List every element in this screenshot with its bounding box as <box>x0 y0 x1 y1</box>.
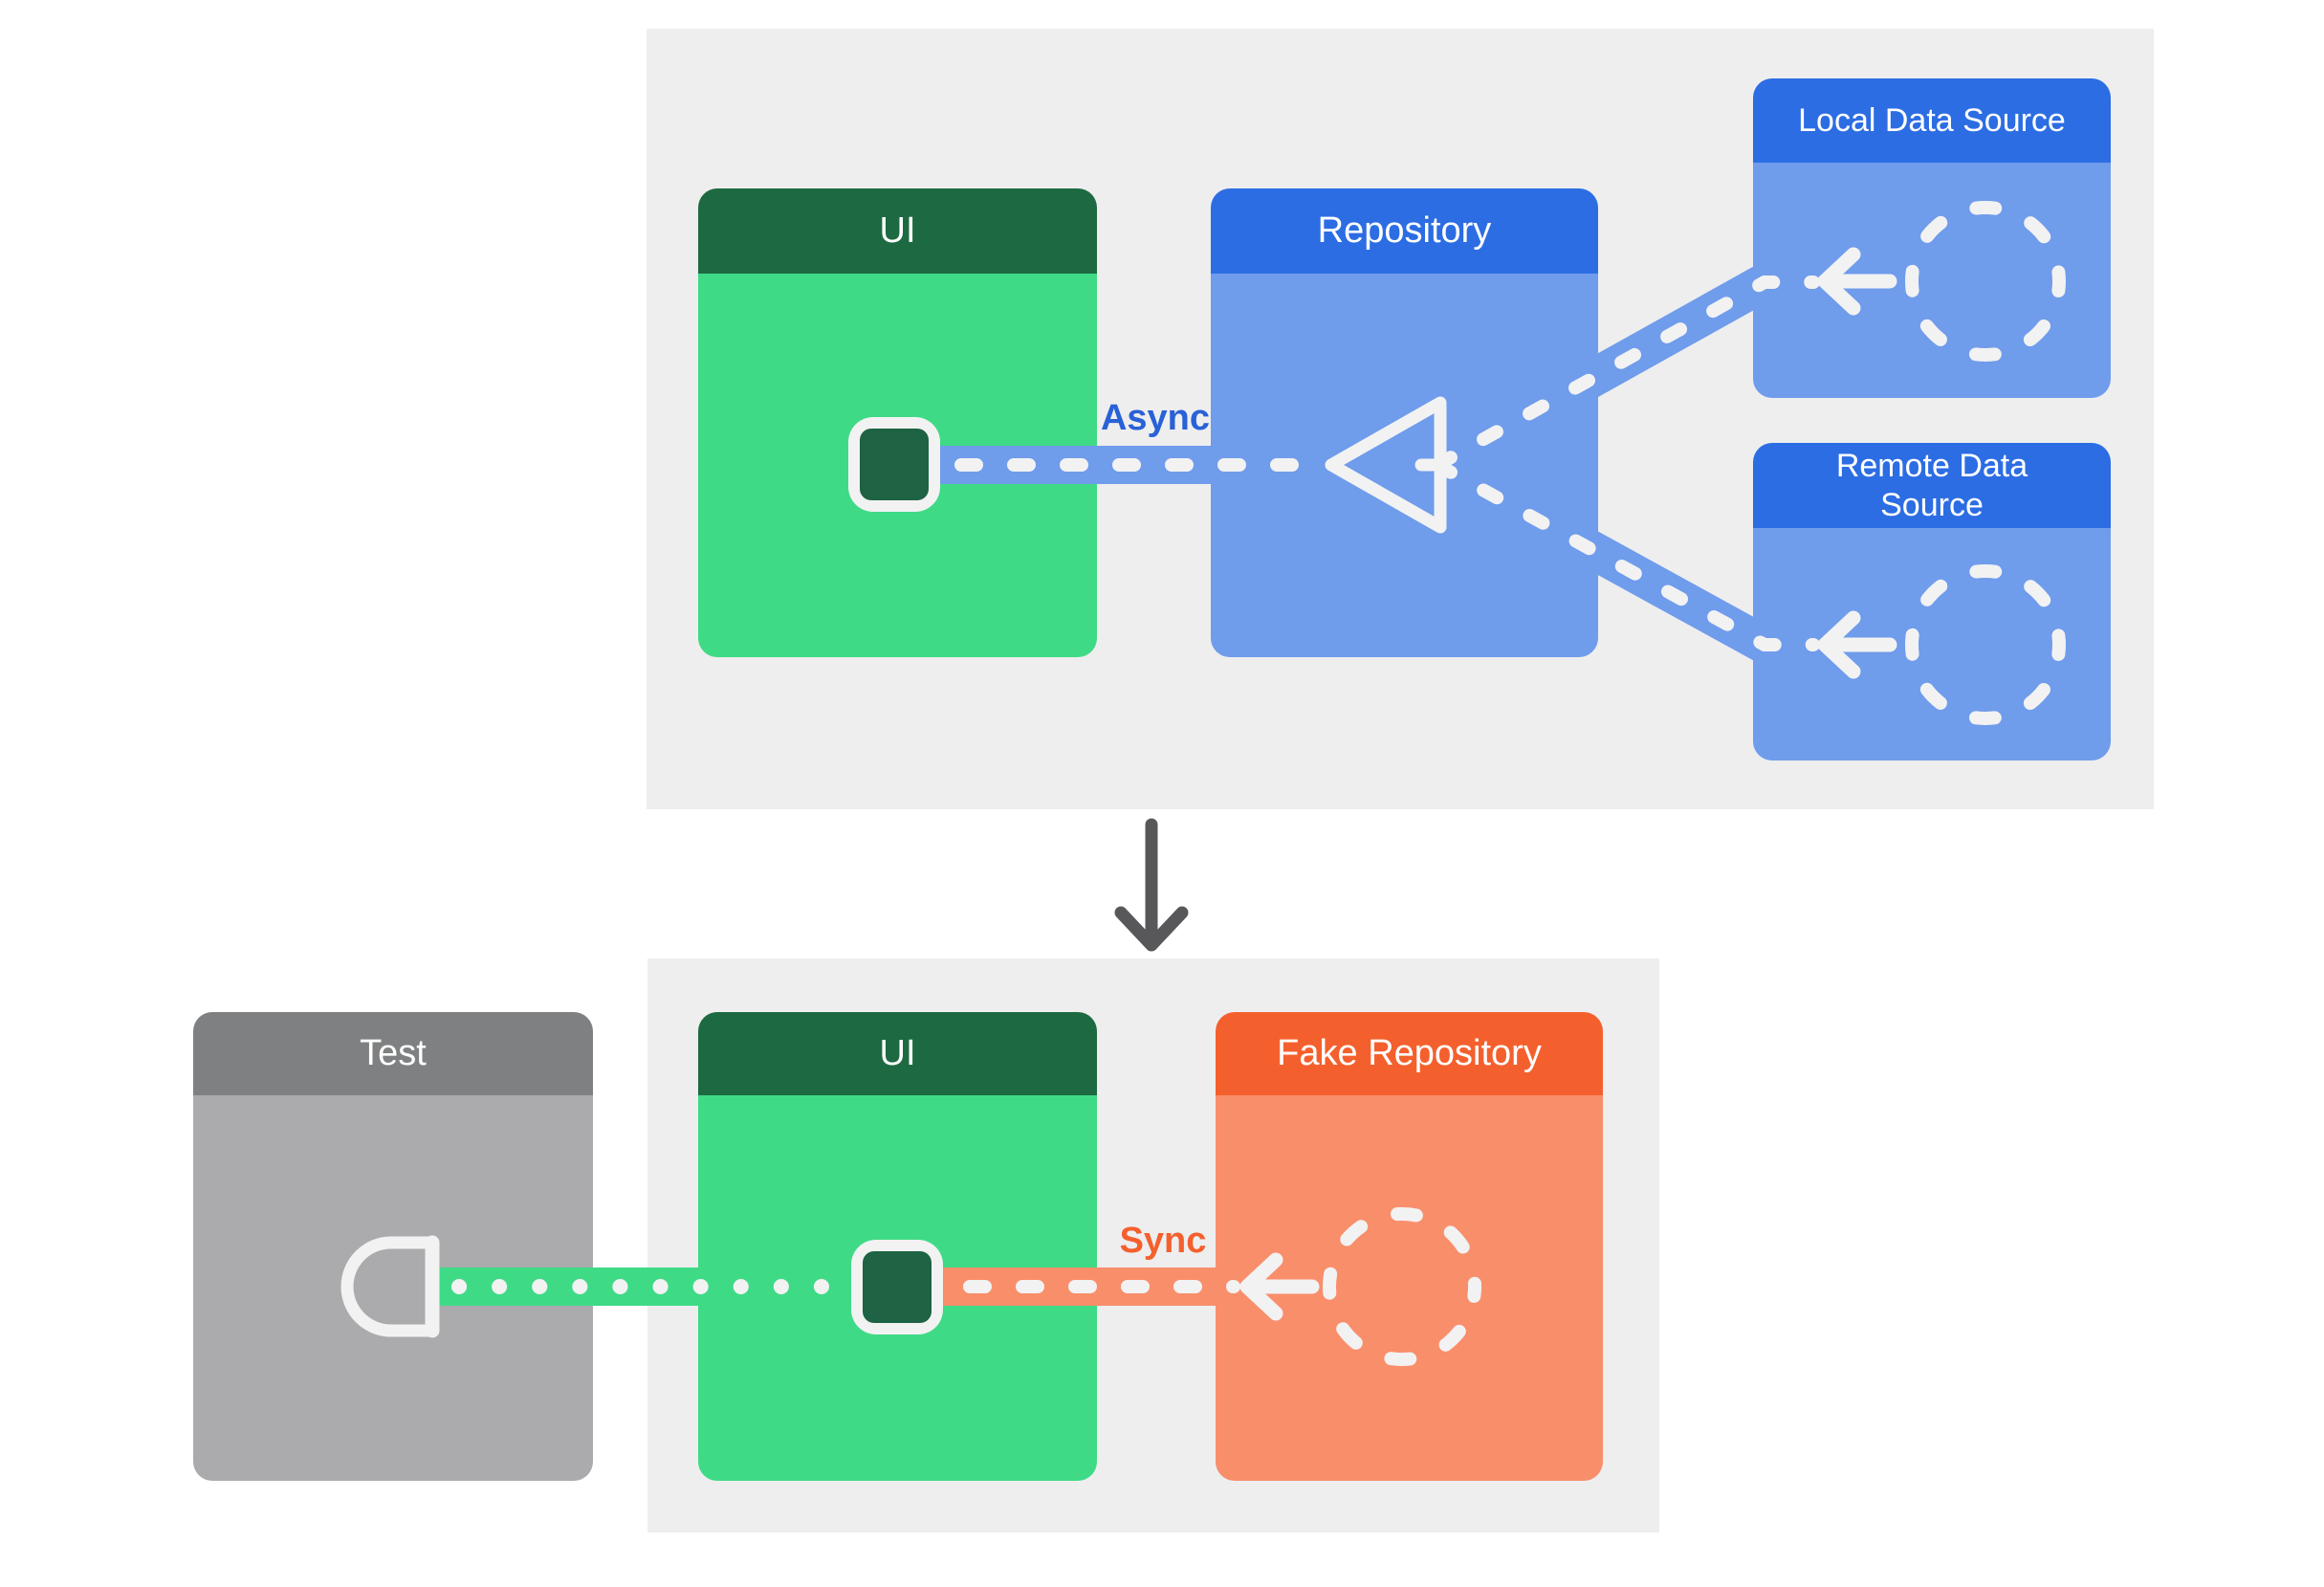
local-data-source-header: Local Data Source <box>1753 78 2111 163</box>
ui-box-test: UI <box>698 1012 1097 1481</box>
ui-box-header: UI <box>698 188 1097 274</box>
repository-box-body <box>1211 274 1598 657</box>
ui-box-test-header: UI <box>698 1012 1097 1095</box>
async-label: Async <box>1100 398 1211 438</box>
sync-label: Sync <box>1119 1221 1207 1261</box>
ui-box-test-body <box>698 1095 1097 1481</box>
ui-box-body <box>698 274 1097 657</box>
ui-box-production: UI <box>698 188 1097 657</box>
test-box: Test <box>193 1012 593 1481</box>
test-box-header: Test <box>193 1012 593 1095</box>
test-box-body <box>193 1095 593 1481</box>
fake-repository-body <box>1216 1095 1603 1481</box>
down-arrow-icon <box>1114 818 1189 952</box>
repository-box: Repository <box>1211 188 1598 657</box>
fake-repository-header: Fake Repository <box>1216 1012 1603 1095</box>
remote-data-source-header: Remote Data Source <box>1753 443 2111 528</box>
repository-box-header: Repository <box>1211 188 1598 274</box>
local-data-source-box: Local Data Source <box>1753 78 2111 398</box>
remote-data-source-body <box>1753 528 2111 760</box>
remote-data-source-box: Remote Data Source <box>1753 443 2111 760</box>
local-data-source-body <box>1753 163 2111 398</box>
fake-repository-box: Fake Repository <box>1216 1012 1603 1481</box>
